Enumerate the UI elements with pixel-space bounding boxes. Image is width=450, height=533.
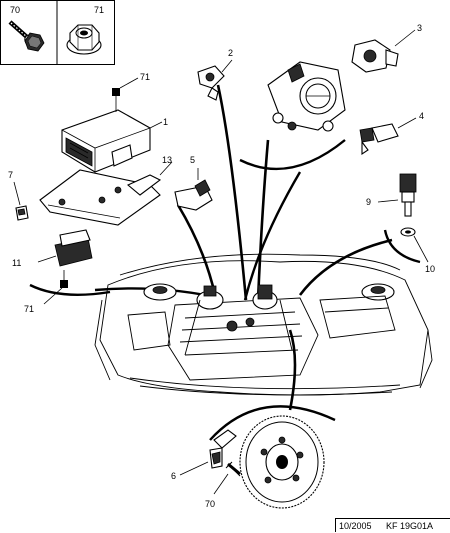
legend-71-label: 71 <box>94 5 104 15</box>
knock-sensor-part: 2 <box>197 48 233 101</box>
bolt-with-washer-icon <box>8 20 45 52</box>
flywheel-part <box>239 415 325 509</box>
callout-11: 11 <box>12 258 21 268</box>
routing-lines <box>29 84 421 441</box>
air-temperature-sensor-part: 4 <box>359 111 424 156</box>
callout-2: 2 <box>228 48 233 58</box>
callout-1: 1 <box>163 117 168 127</box>
legend-70-label: 70 <box>10 5 20 15</box>
crankshaft-sensor-part: 6 <box>171 429 237 481</box>
callout-6: 6 <box>171 471 176 481</box>
coolant-sensor-part: 9 <box>366 173 417 217</box>
engine-bay-illustration <box>94 253 433 396</box>
callout-71-top: 71 <box>140 72 150 82</box>
callout-5: 5 <box>190 155 195 165</box>
callout-9: 9 <box>366 197 371 207</box>
throttle-position-sensor-part: 3 <box>351 23 422 73</box>
clip-part: 7 <box>8 170 29 221</box>
connector-part: 11 <box>12 229 93 268</box>
throttle-body-part <box>267 61 346 132</box>
callout-10: 10 <box>425 264 435 274</box>
pressure-sensor-part: 5 <box>174 155 213 211</box>
ecu-module-part: 1 <box>61 109 168 173</box>
fastener-legend: 70 71 <box>0 0 115 65</box>
callout-71-bottom-group: 71 <box>24 270 68 314</box>
bolt-bottom-part: 70 <box>205 461 241 509</box>
callout-71-bottom: 71 <box>24 304 34 314</box>
callout-7: 7 <box>8 170 13 180</box>
callout-71-top-group: 71 <box>112 72 150 112</box>
callout-4: 4 <box>419 111 424 121</box>
callout-3: 3 <box>417 23 422 33</box>
flanged-nut-icon <box>66 24 102 55</box>
ecu-bracket-part: 13 <box>39 155 173 226</box>
footer-reference: KF 19G01A <box>383 518 450 532</box>
callout-13: 13 <box>162 155 172 165</box>
footer-date: 10/2005 <box>335 518 383 532</box>
callout-70-bottom: 70 <box>205 499 215 509</box>
sealing-washer-part: 10 <box>400 227 435 274</box>
